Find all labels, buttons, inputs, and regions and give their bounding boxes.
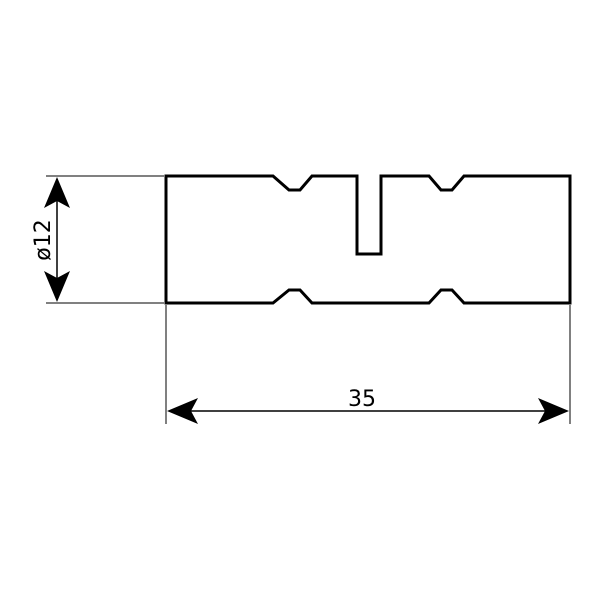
diameter-arrow-bottom [44,271,70,302]
length-label: 35 [348,387,376,412]
length-arrow-left [167,398,198,424]
diameter-arrow-top [44,177,70,208]
part-outline [164,174,572,305]
length-arrow-right [538,398,569,424]
diameter-label: ø12 [31,219,56,260]
